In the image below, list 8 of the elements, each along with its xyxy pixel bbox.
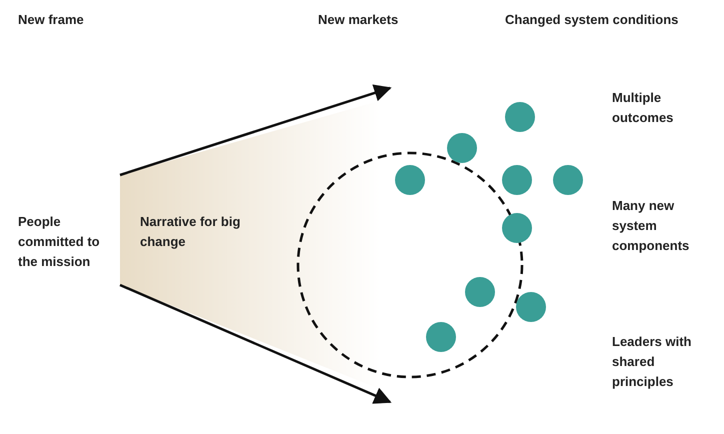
column-heading: New frame	[18, 11, 85, 29]
outcome-label: Many new system components	[612, 197, 690, 255]
outcome-label: Multiple outcomes	[612, 89, 674, 127]
column-heading: New markets	[318, 11, 400, 29]
column-heading: Changed system conditions	[505, 11, 680, 29]
side-label: People committed to the mission	[18, 213, 101, 271]
cone-text: Narrative for big change	[140, 213, 242, 251]
outcome-label: Leaders with shared principles	[612, 333, 692, 391]
